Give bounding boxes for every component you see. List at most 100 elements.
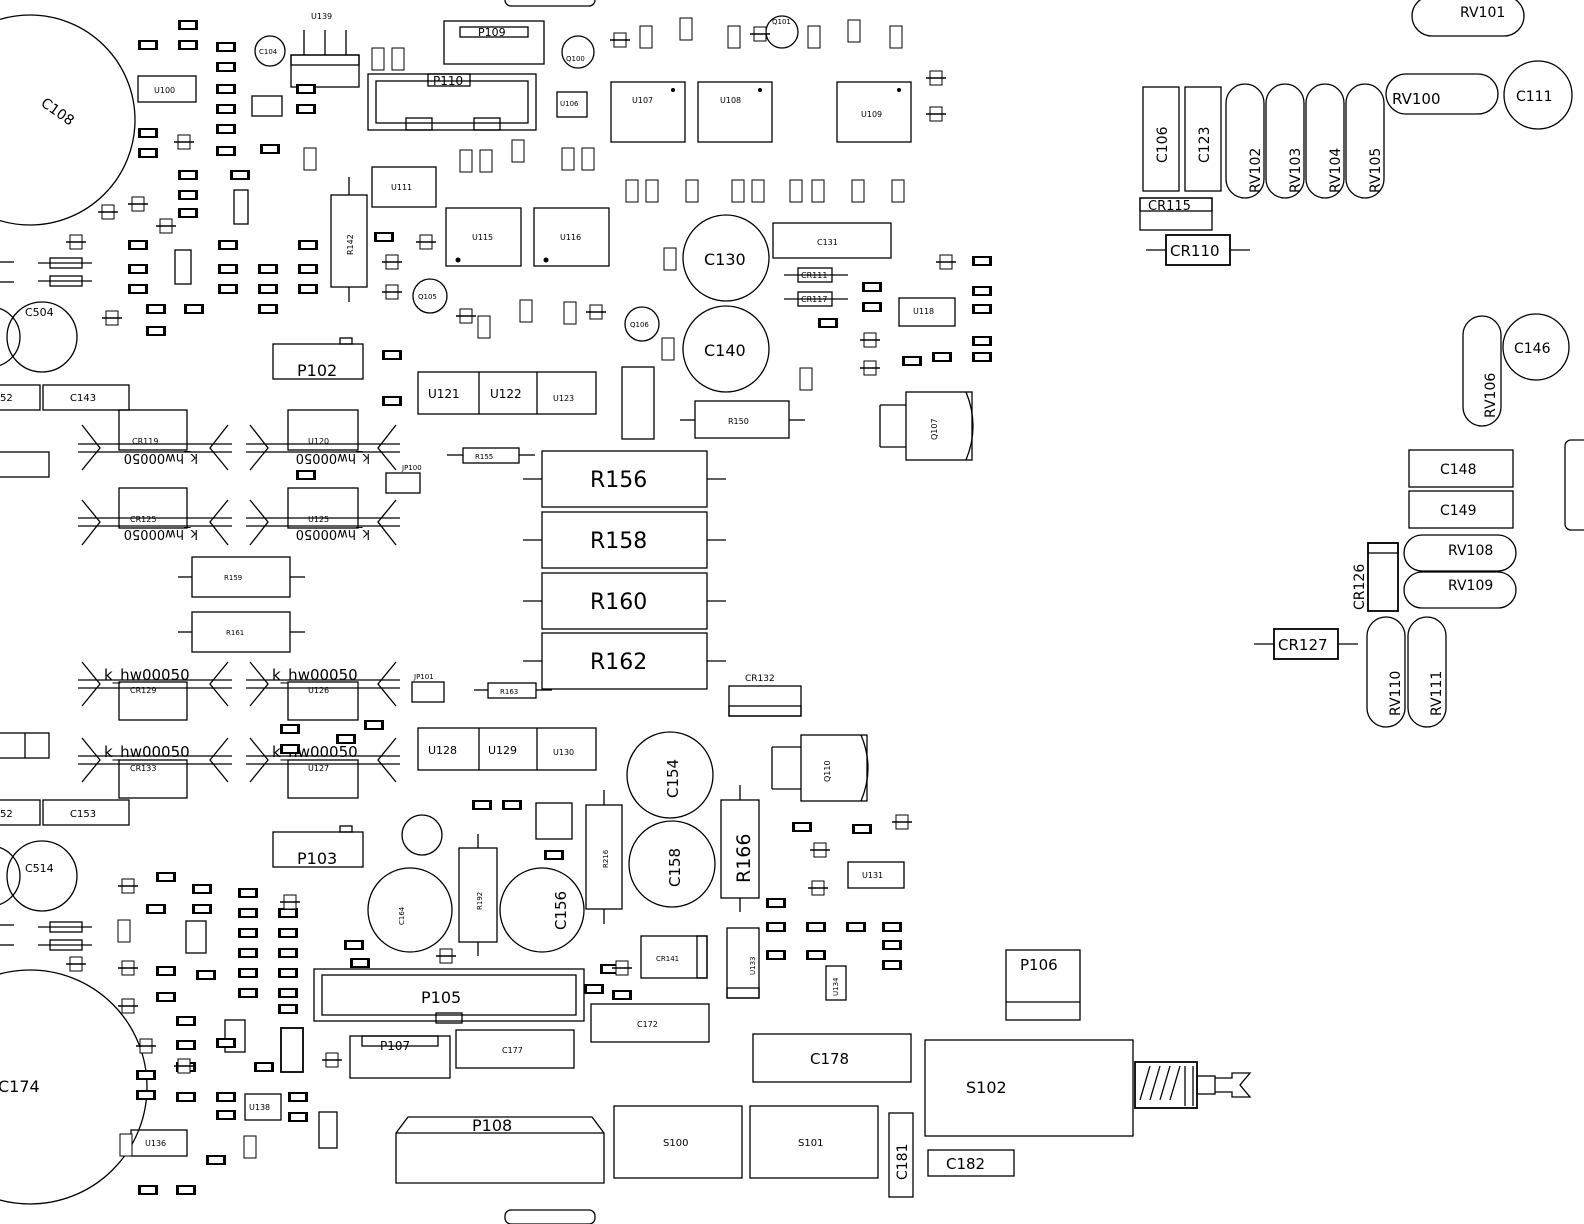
smd-pad-window xyxy=(241,890,255,896)
transistor-q105: Q105 xyxy=(412,278,448,314)
label-cr127: CR127 xyxy=(1278,636,1328,654)
smd-part-vertical xyxy=(561,147,575,171)
smd-pad-window xyxy=(301,266,315,272)
label-jp101: JP101 xyxy=(413,673,434,681)
smd-part-vertical xyxy=(511,139,525,163)
smd-component-field xyxy=(66,17,992,1195)
jumper-jp101: JP101 xyxy=(411,673,445,703)
connector-p108: P108 xyxy=(395,1116,605,1184)
smd-part-vertical xyxy=(751,179,765,203)
capacitor-c123: C123 xyxy=(1184,86,1222,192)
connector-p109: P109 xyxy=(443,20,545,65)
hardware-k-hw00050-5: k_hw00050 CR129 xyxy=(78,661,232,721)
smd-pad-window xyxy=(141,150,155,156)
smd-pad-window xyxy=(769,900,783,906)
smd-pad-window xyxy=(291,1114,305,1120)
label-r142: R142 xyxy=(346,234,355,255)
smd-part-vertical xyxy=(727,25,741,49)
smd-pad-window xyxy=(141,42,155,48)
smd-pad-window xyxy=(261,286,275,292)
label-c162: 52 xyxy=(0,393,13,404)
diode-cr142 xyxy=(318,1111,338,1149)
label-c148: C148 xyxy=(1440,462,1477,478)
smd-pad-window xyxy=(385,398,399,404)
label-p106: P106 xyxy=(1020,956,1058,974)
label-u122: U122 xyxy=(490,387,522,401)
label-rv105: RV105 xyxy=(1368,148,1384,193)
trimmer-rv105: RV105 xyxy=(1345,83,1385,199)
smd-pad-window xyxy=(347,942,361,948)
diode-cr132: CR132 xyxy=(728,674,802,717)
hardware-k-hw00050-6: k_hw00050 U126 xyxy=(246,661,400,721)
smd-pad-window xyxy=(301,286,315,292)
smd-part-vertical xyxy=(679,17,693,41)
label-u130: U130 xyxy=(553,748,574,757)
label-u106: U106 xyxy=(560,100,579,108)
capacitor-c155 xyxy=(401,814,443,856)
smd-pad-window xyxy=(179,1018,193,1024)
smd-part-vertical xyxy=(889,25,903,49)
smd-pad-window xyxy=(281,930,295,936)
label-c181: C181 xyxy=(895,1144,911,1181)
smd-pad-window xyxy=(547,852,561,858)
smd-part-vertical xyxy=(731,179,745,203)
label-u134: U134 xyxy=(832,977,840,996)
smd-part-vertical xyxy=(807,25,821,49)
label-c130: C130 xyxy=(704,250,746,269)
ic-u109: U109 xyxy=(836,81,912,143)
smd-pad-window xyxy=(139,1072,153,1078)
ic-u107: U107 xyxy=(610,81,686,143)
smd-pad-window xyxy=(615,992,629,998)
smd-pad-window xyxy=(181,210,195,216)
hardware-k-hw00050-8: k_hw00050 U127 xyxy=(246,737,400,799)
smd-pad-window xyxy=(199,972,213,978)
smd-pad-window xyxy=(975,258,989,264)
capacitor-c104: C104 xyxy=(254,35,286,67)
smd-pad-window xyxy=(377,234,391,240)
resistor-r163: R163 xyxy=(474,682,552,699)
label-c174: C174 xyxy=(0,1077,40,1096)
label-u131: U131 xyxy=(862,871,883,880)
trimmer-rv102: RV102 xyxy=(1225,83,1265,199)
smd-pad-window xyxy=(809,924,823,930)
label-q105: Q105 xyxy=(418,293,437,301)
connector-p107: P107 xyxy=(349,1035,451,1079)
label-r163: R163 xyxy=(500,688,518,696)
label-cr115: CR115 xyxy=(1148,199,1191,214)
label-r160: R160 xyxy=(590,590,647,615)
label-c156: C156 xyxy=(552,891,570,930)
label-rv102: RV102 xyxy=(1248,148,1264,193)
hardware-k-hw00050-3: CR125 k_hw00050 xyxy=(78,487,232,546)
resistor-r192: R192 xyxy=(458,834,498,956)
resistor-r150: R150 xyxy=(680,400,805,439)
smd-pad-window xyxy=(241,930,255,936)
smd-pad-window xyxy=(261,266,275,272)
smd-pad-window xyxy=(281,970,295,976)
label-u136: U136 xyxy=(145,1139,166,1148)
label-khw-4: k_hw00050 xyxy=(296,526,370,541)
diode-cr126: CR126 xyxy=(1352,542,1399,612)
smd-pad-window xyxy=(159,968,173,974)
label-c146: C146 xyxy=(1514,341,1551,357)
smd-pad-window xyxy=(241,910,255,916)
label-c104: C104 xyxy=(259,48,278,56)
trimmer-rv110: RV110 xyxy=(1366,616,1406,728)
smd-pad-window xyxy=(219,106,233,112)
label-u126: U126 xyxy=(308,686,329,695)
ic-u100: U100 xyxy=(137,75,197,103)
smd-pad-window xyxy=(221,286,235,292)
diode-cr141: CR141 xyxy=(640,935,708,979)
bottom-edge-tab xyxy=(504,1209,596,1224)
transistor-q106: Q106 xyxy=(624,306,660,342)
resistor-r156: R156 xyxy=(523,450,726,508)
label-c140: C140 xyxy=(704,341,746,360)
resistor-r160: R160 xyxy=(523,572,726,630)
smd-pad-window xyxy=(181,172,195,178)
capacitor-c504: C504 xyxy=(6,301,78,373)
smd-pad-window xyxy=(865,284,879,290)
smd-pad-window xyxy=(603,966,617,972)
label-rv101: RV101 xyxy=(1460,5,1505,21)
smd-pad-window xyxy=(291,1094,305,1100)
ic-u115: U115 xyxy=(445,207,522,267)
smd-pad-window xyxy=(299,106,313,112)
